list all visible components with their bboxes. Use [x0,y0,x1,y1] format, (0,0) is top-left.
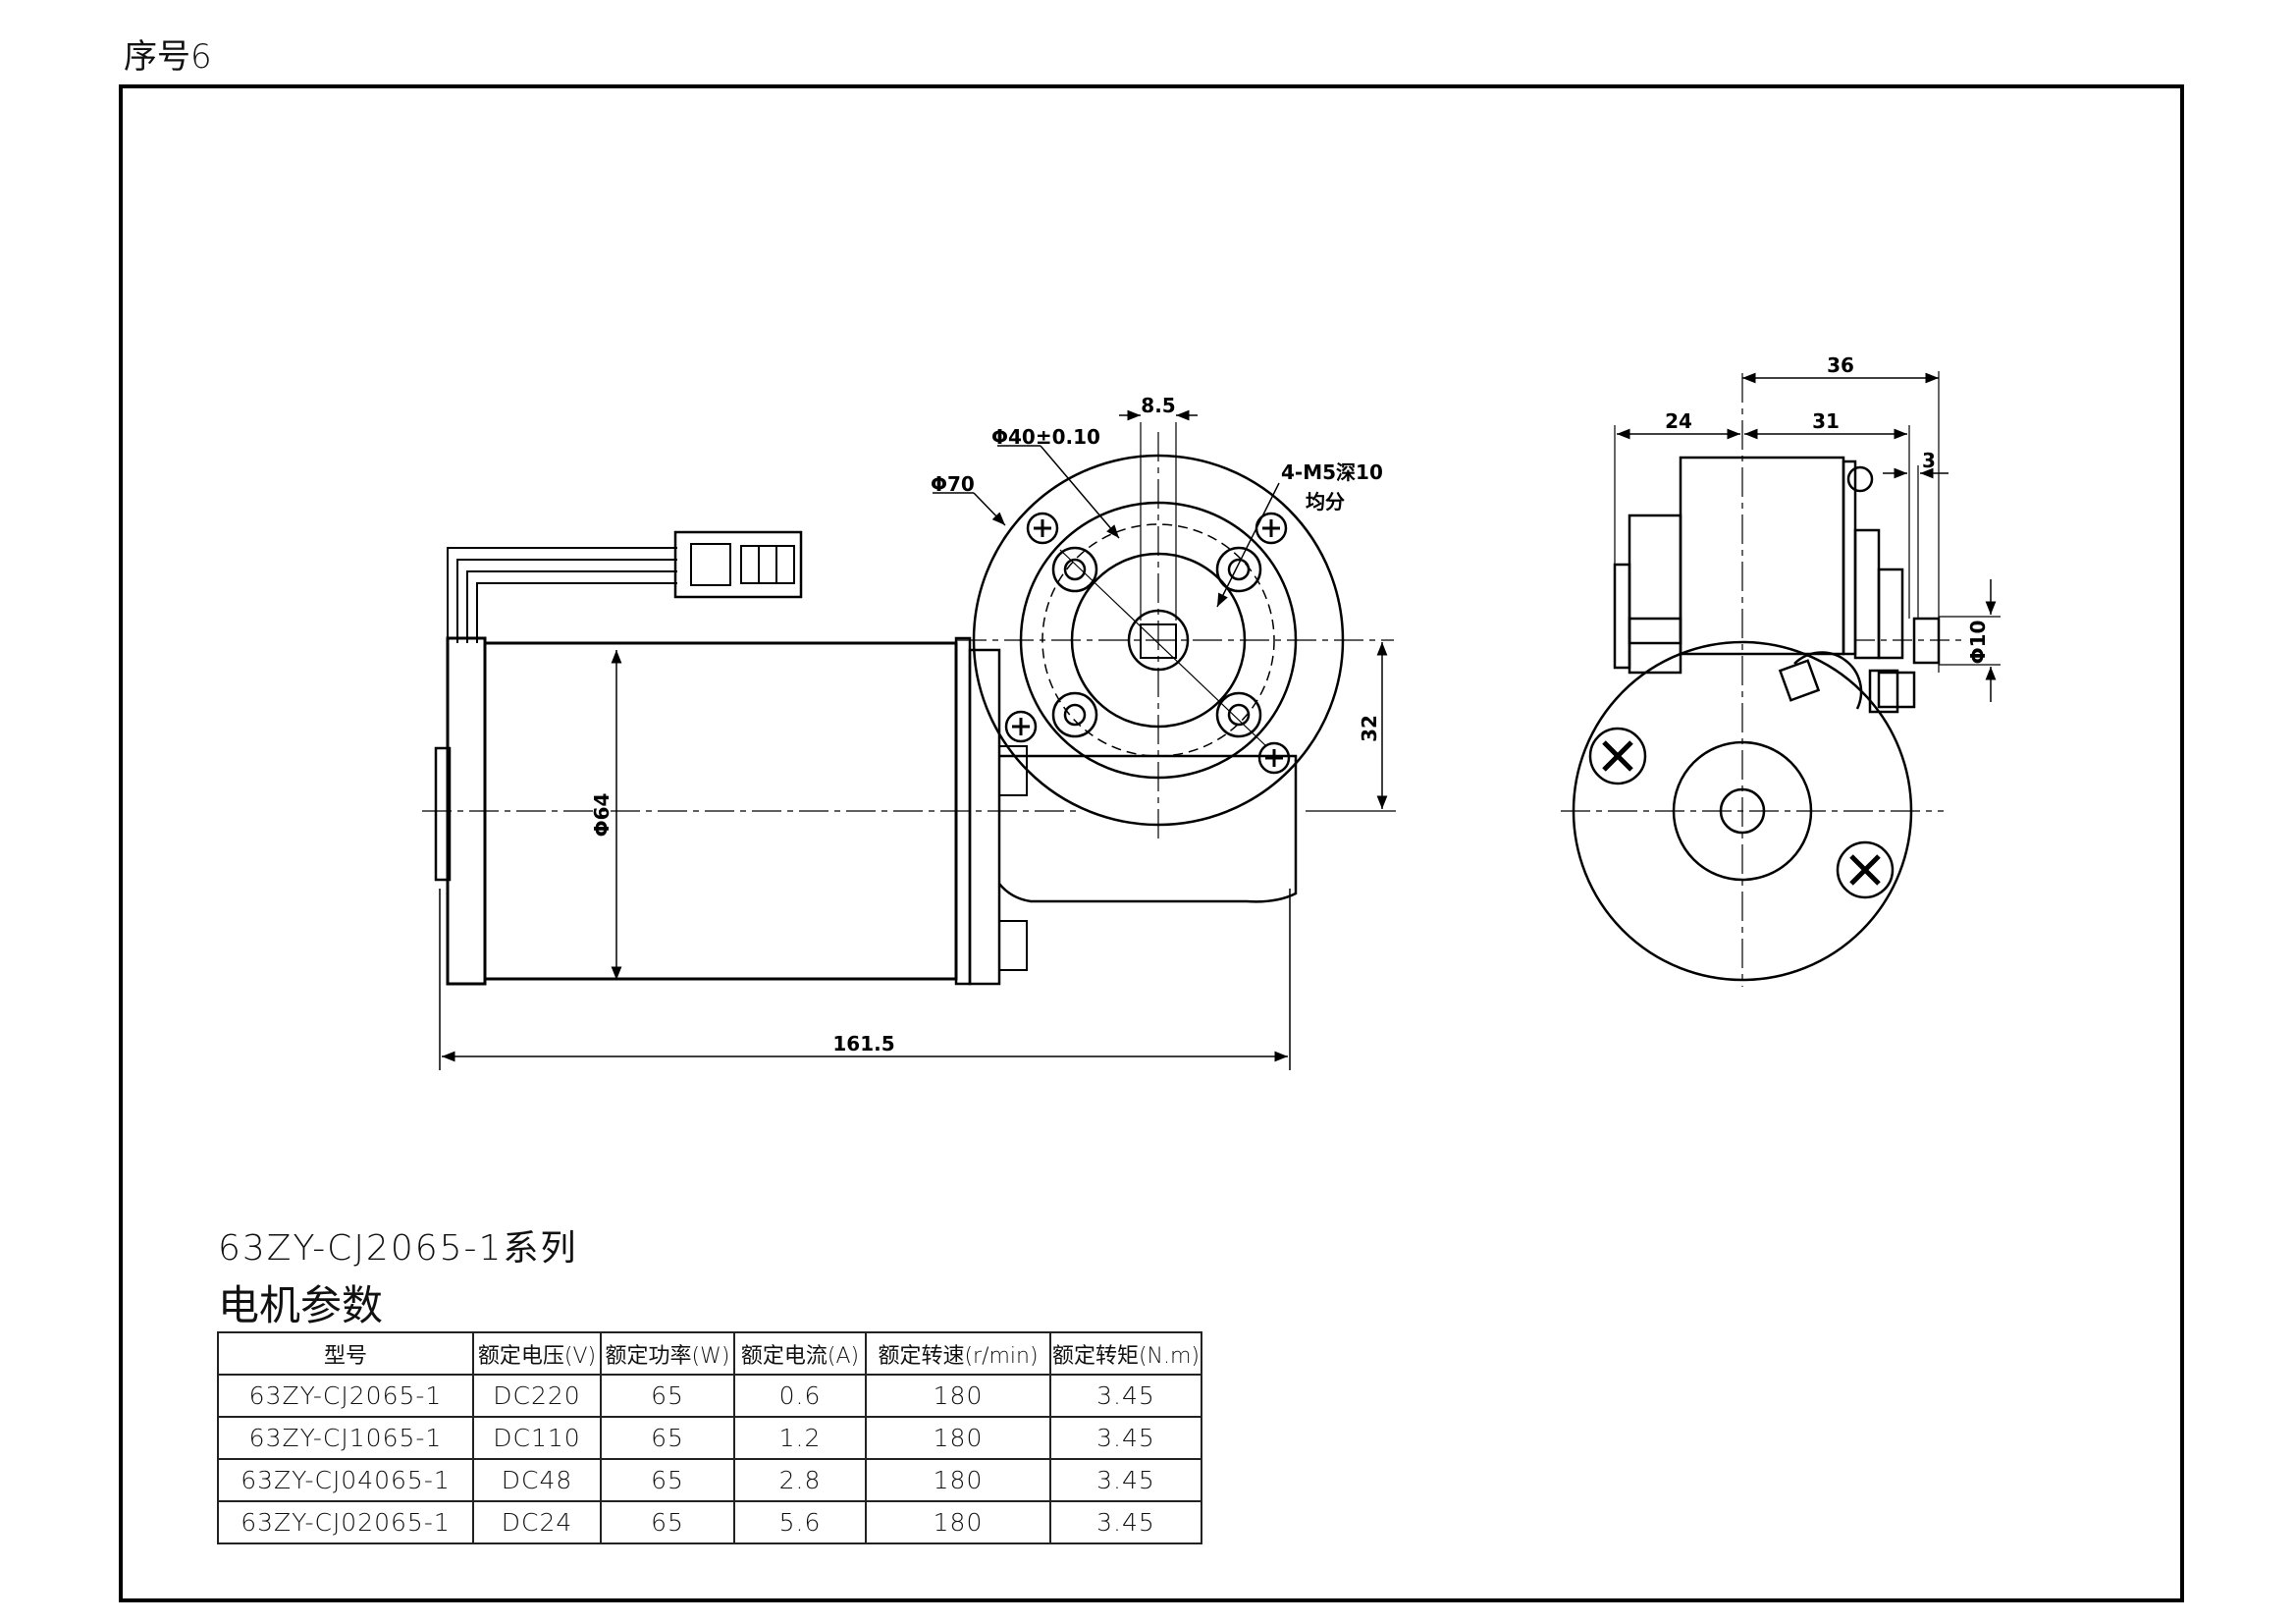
torque-cell: 3.45 [1049,1416,1202,1460]
torque-cell: 3.45 [1049,1374,1202,1418]
dim-phi40: Φ40±0.10 [991,425,1100,449]
torque-cell: 3.45 [1049,1500,1202,1544]
end-view [1561,371,2001,987]
side-view [422,530,1298,1070]
flange-front-view [933,409,1396,844]
screw-icon [1588,727,1647,785]
table-row: 63ZY-CJ2065-1 DC220 65 0.6 180 3.45 [217,1374,1202,1418]
current-cell: 2.8 [733,1458,867,1502]
model-cell: 63ZY-CJ1065-1 [217,1416,474,1460]
table-row: 63ZY-CJ1065-1 DC110 65 1.2 180 3.45 [217,1416,1202,1460]
column-header: 额定转矩(N.m) [1049,1331,1202,1376]
current-cell: 1.2 [733,1416,867,1460]
dim-24: 24 [1665,409,1692,433]
table-row: 63ZY-CJ02065-1 DC24 65 5.6 180 3.45 [217,1500,1202,1544]
column-header: 型号 [217,1331,474,1376]
series-title: 63ZY-CJ2065-1系列 [218,1228,578,1269]
motor-parameters-table: 型号 额定电压(V) 额定功率(W) 额定电流(A) 额定转速(r/min) 额… [217,1331,1202,1544]
model-cell: 63ZY-CJ02065-1 [217,1500,474,1544]
dim-phi64: Φ64 [590,793,614,838]
drawing-frame [119,84,2184,1602]
torque-cell: 3.45 [1049,1458,1202,1502]
table-row: 63ZY-CJ04065-1 DC48 65 2.8 180 3.45 [217,1458,1202,1502]
current-cell: 5.6 [733,1500,867,1544]
voltage-cell: DC110 [472,1416,602,1460]
screw-icon [1026,512,1059,545]
current-cell: 0.6 [733,1374,867,1418]
sheet-sequence-label: 序号6 [124,37,212,77]
dim-phi70: Φ70 [931,472,975,496]
screw-icon [1836,840,1895,899]
power-cell: 65 [600,1500,735,1544]
dim-4-m5: 4-M5深10 [1281,460,1383,484]
dim-4-m5-note: 均分 [1306,490,1345,514]
column-header: 额定转速(r/min) [865,1331,1051,1376]
column-header: 额定电流(A) [733,1331,867,1376]
speed-cell: 180 [865,1374,1051,1418]
dim-31: 31 [1812,409,1840,433]
params-title: 电机参数 [218,1281,384,1329]
dim-phi10: Φ10 [1966,621,1990,665]
dim-8-5: 8.5 [1141,394,1175,417]
voltage-cell: DC24 [472,1500,602,1544]
dim-3: 3 [1922,449,1936,472]
column-header: 额定功率(W) [600,1331,735,1376]
model-cell: 63ZY-CJ2065-1 [217,1374,474,1418]
dim-161-5: 161.5 [832,1032,894,1055]
column-header: 额定电压(V) [472,1331,602,1376]
speed-cell: 180 [865,1416,1051,1460]
screw-icon [1004,710,1038,743]
speed-cell: 180 [865,1458,1051,1502]
dim-32: 32 [1358,715,1381,742]
power-cell: 65 [600,1416,735,1460]
model-cell: 63ZY-CJ04065-1 [217,1458,474,1502]
voltage-cell: DC48 [472,1458,602,1502]
power-cell: 65 [600,1458,735,1502]
speed-cell: 180 [865,1500,1051,1544]
dim-36: 36 [1827,353,1854,377]
screw-icon [1257,741,1291,775]
table-header-row: 型号 额定电压(V) 额定功率(W) 额定电流(A) 额定转速(r/min) 额… [217,1331,1202,1376]
power-cell: 65 [600,1374,735,1418]
voltage-cell: DC220 [472,1374,602,1418]
